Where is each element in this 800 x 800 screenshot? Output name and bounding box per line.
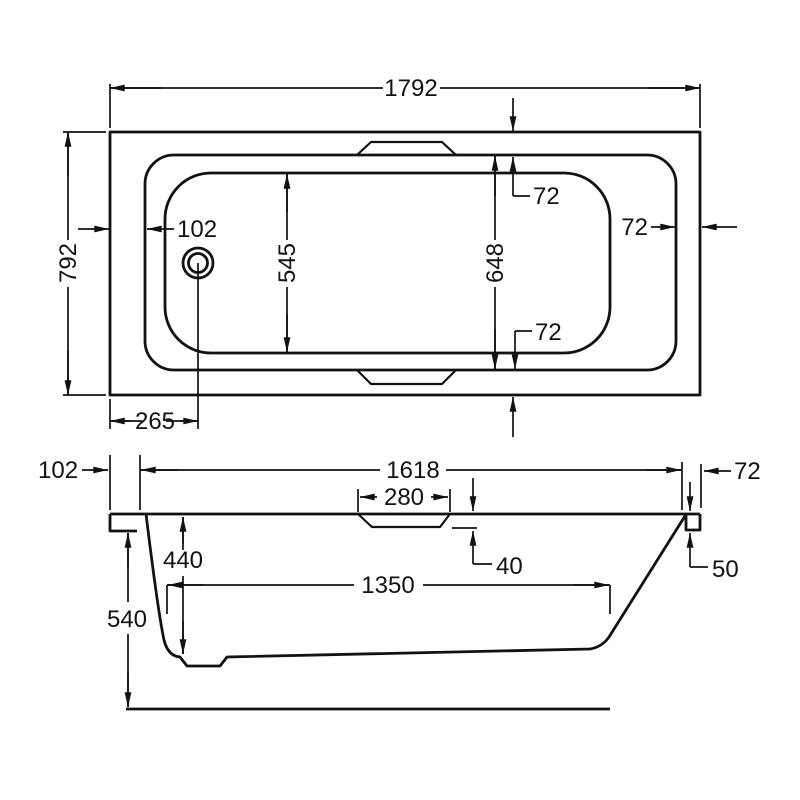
dim-label-basin-top-length: 1618 [386, 457, 439, 484]
dim-label-overall-height: 540 [107, 606, 147, 633]
plan-dimensions: 1792 792 102 265 545 [55, 75, 737, 437]
dim-plan-basin-bottom-width: 545 [274, 173, 301, 353]
dim-plan-drain-offset: 265 [109, 399, 199, 435]
dim-side-basin-top-length: 1618 [139, 455, 683, 510]
dim-side-basin-bottom-length: 1350 [166, 572, 611, 614]
dim-label-basin-bottom-length: 1350 [361, 572, 414, 599]
dim-side-grip-depth: 40 [452, 478, 523, 580]
dim-label-rim-edge-height: 50 [712, 556, 739, 583]
dim-label-drain-offset: 265 [135, 408, 175, 435]
side-left-lip [108, 514, 137, 533]
plan-grip-recess-bottom [356, 369, 457, 386]
dim-label-rim-right: 72 [621, 214, 648, 241]
dim-side-rim-edge-height: 50 [686, 482, 739, 583]
plan-grip-recess-top [356, 140, 457, 156]
side-right-lip [684, 514, 702, 532]
side-grip-recess [357, 513, 451, 529]
dim-label-basin-top-width: 648 [482, 243, 509, 283]
dim-label-rim-left: 102 [177, 216, 217, 243]
dim-label-side-rim-right: 72 [734, 458, 761, 485]
side-basin-profile [144, 513, 687, 668]
dim-label-grip-depth: 40 [496, 553, 523, 580]
dim-label-grip-width: 280 [384, 484, 424, 511]
plan-basin-top-edge [143, 153, 678, 372]
dim-plan-overall-width: 792 [55, 131, 106, 396]
side-dimensions: 102 1618 280 40 44 [38, 455, 761, 708]
dim-side-rim-right: 72 [700, 458, 761, 508]
dim-plan-rim-left: 102 [78, 216, 217, 243]
dim-label-rim-overhang: 102 [38, 457, 78, 484]
dim-side-rim-overhang: 102 [38, 455, 111, 510]
dim-side-overall-height: 540 [107, 532, 147, 708]
dim-label-basin-bottom-width: 545 [274, 243, 301, 283]
plan-basin-bottom-edge [163, 171, 612, 355]
dim-plan-rim-top: 72 [509, 98, 560, 210]
plan-view [108, 130, 702, 429]
dim-label-overall-length: 1792 [384, 75, 437, 102]
dim-label-rim-bottom: 72 [535, 319, 562, 346]
dim-side-basin-depth: 440 [163, 516, 203, 655]
dim-plan-rim-bottom: 72 [509, 319, 562, 437]
side-view [108, 512, 702, 711]
dim-plan-basin-top-width: 648 [482, 155, 509, 370]
dim-label-basin-depth: 440 [163, 547, 203, 574]
dim-plan-overall-length: 1792 [109, 75, 701, 128]
dim-plan-rim-right: 72 [621, 214, 737, 241]
dim-label-rim-top: 72 [533, 183, 560, 210]
plan-outer-rim-edge [108, 130, 702, 397]
dim-label-overall-width: 792 [55, 243, 82, 283]
dim-side-grip-width: 280 [357, 484, 451, 512]
